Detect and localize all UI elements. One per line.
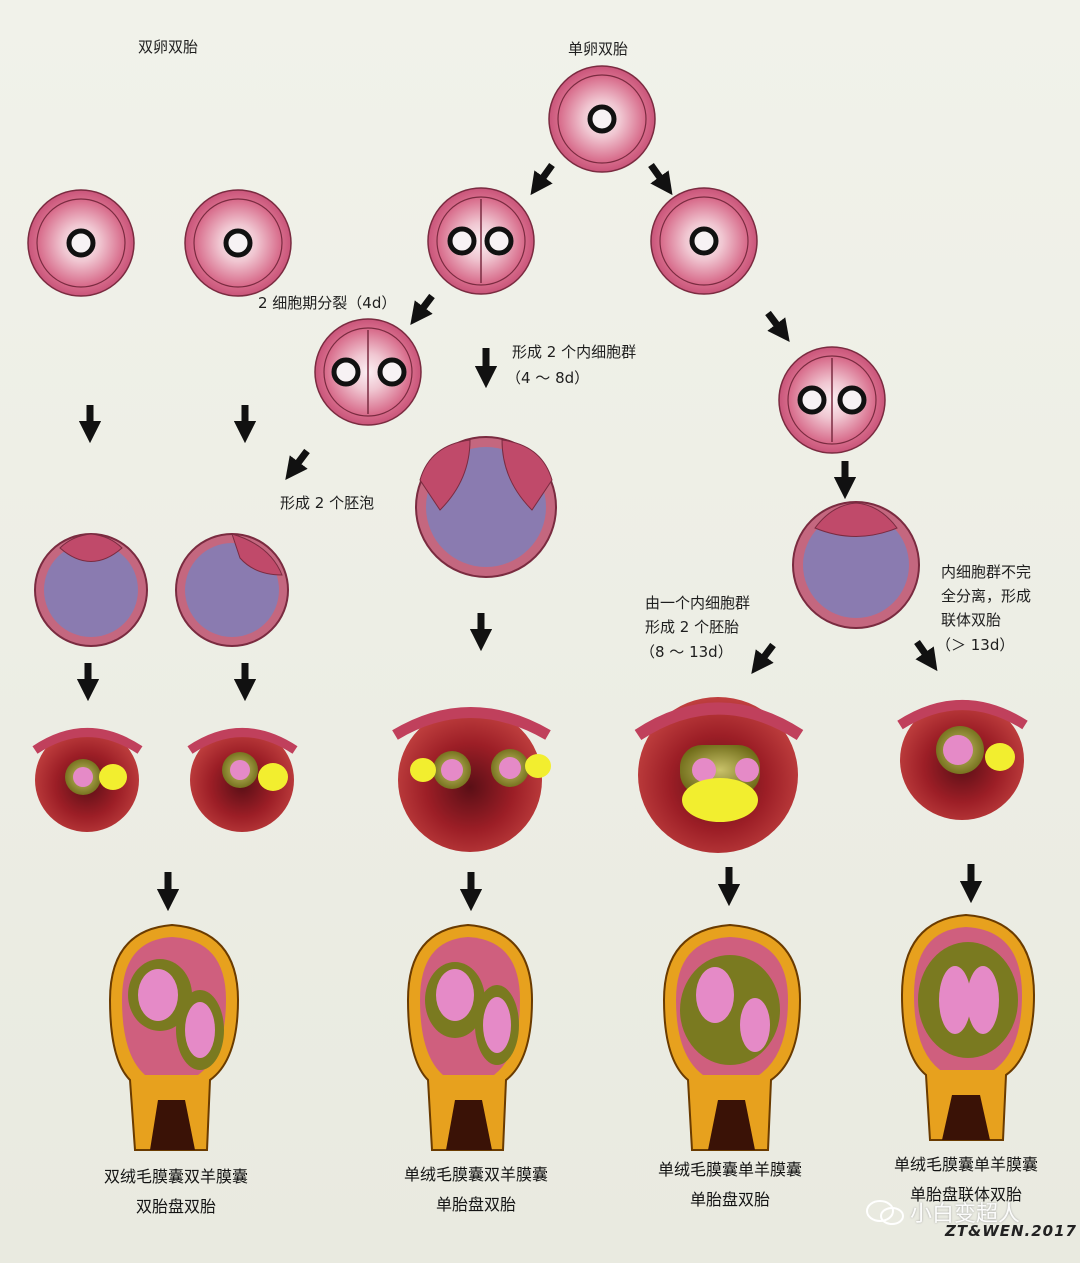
watermark-text: 小白变超人 xyxy=(910,1202,1021,1227)
caption-line: 单胎盘双胎 xyxy=(689,1190,770,1209)
blastocyst-right xyxy=(792,501,920,629)
label-two-icm-2: （4 ～ 8d） xyxy=(506,369,590,387)
blastocyst-two-icm xyxy=(415,436,557,578)
caption-mcda: 单绒毛膜囊双羊膜囊 单胎盘双胎 xyxy=(356,1160,596,1220)
label-conjoined-2: 全分离，形成 xyxy=(941,587,1032,605)
label-two-blastocysts: 形成 2 个胚泡 xyxy=(280,494,375,512)
uterus-4 xyxy=(900,913,1036,1141)
zygote-top xyxy=(548,65,656,173)
caption-line: 双胎盘双胎 xyxy=(135,1197,216,1216)
label-two-cell-split: 2 细胞期分裂（4d） xyxy=(258,294,397,312)
caption-conjoined: 单绒毛膜囊单羊膜囊 单胎盘联体双胎 xyxy=(846,1150,1080,1210)
blastocyst-dizygotic-2 xyxy=(175,533,289,647)
label-one-icm-2: 形成 2 个胚胎 xyxy=(645,618,740,636)
label-one-icm-3: （8 ～ 13d） xyxy=(640,643,733,661)
label-two-icm-1: 形成 2 个内细胞群 xyxy=(512,343,637,361)
two-cell-left-top xyxy=(427,187,535,295)
label-conjoined-3: 联体双胎 xyxy=(941,611,1002,629)
zygote-dizygotic-1 xyxy=(27,189,135,297)
artist-signature: ZT&WEN.2017 xyxy=(945,1222,1077,1240)
caption-line: 单绒毛膜囊单羊膜囊 xyxy=(893,1155,1038,1174)
two-cell-right xyxy=(778,346,886,454)
caption-line: 双绒毛膜囊双羊膜囊 xyxy=(103,1167,248,1186)
flow-arrows xyxy=(76,162,983,912)
heading-dizygotic: 双卵双胎 xyxy=(138,38,199,56)
two-cell-center xyxy=(314,318,422,426)
heading-monozygotic: 单卵双胎 xyxy=(568,40,629,58)
uterus-1 xyxy=(108,923,240,1151)
caption-line: 单胎盘双胎 xyxy=(435,1195,516,1214)
implanted-conjoined xyxy=(897,700,1028,820)
label-conjoined-1: 内细胞群不完 xyxy=(941,563,1032,581)
blastocyst-dizygotic-1 xyxy=(34,533,148,647)
caption-dcda: 双绒毛膜囊双羊膜囊 双胎盘双胎 xyxy=(56,1162,296,1222)
caption-line: 单绒毛膜囊双羊膜囊 xyxy=(403,1165,548,1184)
wechat-icon xyxy=(866,1200,904,1225)
implanted-one-amnion xyxy=(634,697,804,853)
caption-line: 单绒毛膜囊单羊膜囊 xyxy=(657,1160,802,1179)
zygote-right xyxy=(650,187,758,295)
uterus-3 xyxy=(662,923,802,1151)
zygote-dizygotic-2 xyxy=(184,189,292,297)
caption-line: 单胎盘联体双胎 xyxy=(909,1185,1022,1204)
label-conjoined-4: （＞ 13d） xyxy=(936,636,1015,654)
implanted-dizygotic-1 xyxy=(32,728,143,832)
label-one-icm-1: 由一个内细胞群 xyxy=(645,594,751,612)
implanted-dizygotic-2 xyxy=(187,728,298,832)
caption-mcma: 单绒毛膜囊单羊膜囊 单胎盘双胎 xyxy=(610,1155,850,1215)
uterus-2 xyxy=(406,923,534,1151)
implanted-two-amnion xyxy=(392,707,551,852)
